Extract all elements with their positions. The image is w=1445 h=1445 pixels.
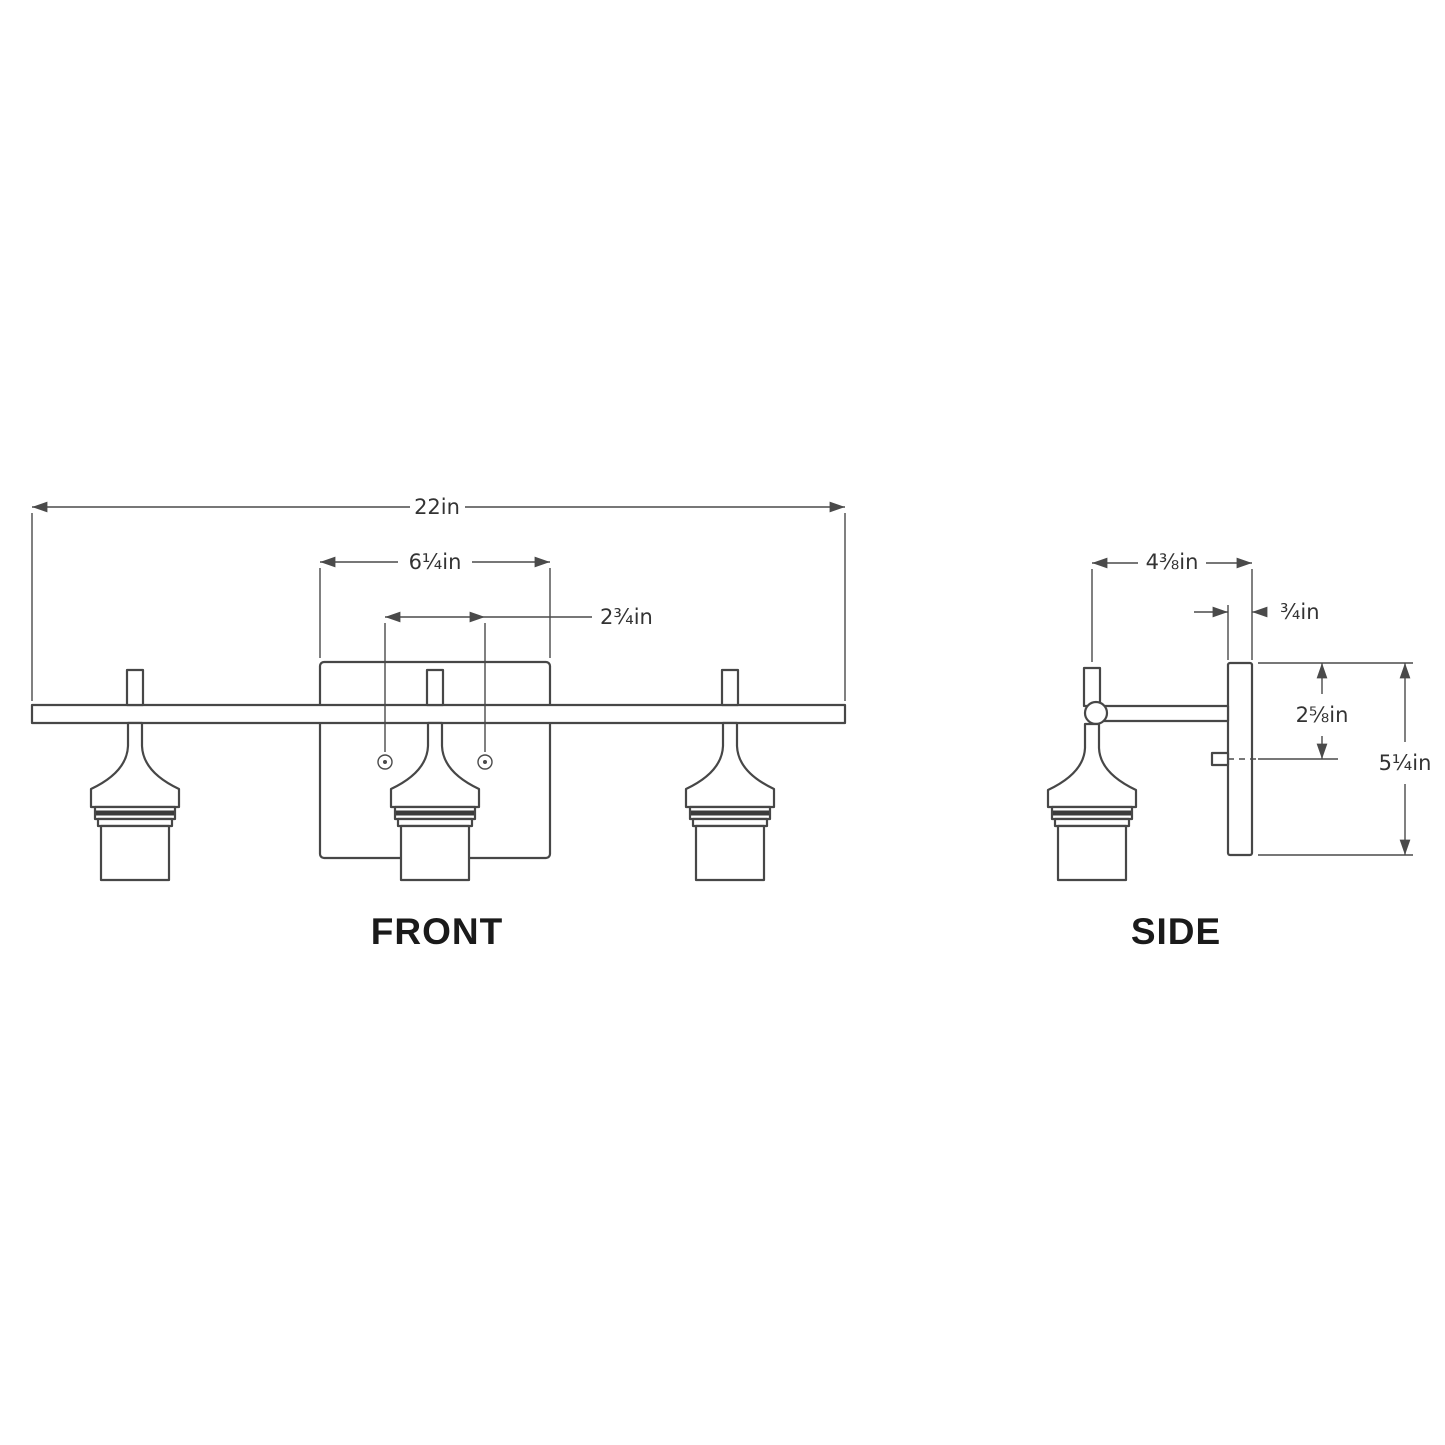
front-view: 22in 6¼in 2¾in FRONT [30,495,847,952]
side-view-label: SIDE [1131,911,1221,952]
side-dim-plate-thickness: ¾in [1194,600,1320,660]
dim-label-hole-spacing: 2¾in [600,605,653,629]
mount-hole-right [477,754,493,770]
front-lamp-2 [389,668,481,882]
side-view: 4⅜in ¾in 2⅝in 5¼in SIDE [1046,550,1432,952]
front-lamp-3-shade [694,824,766,882]
side-arm [1095,704,1230,723]
side-dim-plate-height: 5¼in [1258,663,1432,856]
front-view-label: FRONT [371,911,503,952]
front-lamp-3-socket-band [691,810,769,816]
front-dim-hole-spacing: 2¾in [384,605,653,752]
mount-hole-left [377,754,393,770]
front-mounting-holes [377,754,493,770]
mount-hole-left-center [383,760,387,764]
front-lamp-1 [89,668,181,882]
front-lamp-3-stem [684,721,776,809]
dim-label-plate-height: 5¼in [1379,751,1432,775]
front-lamp-2-finial [425,668,445,707]
front-lamp-1-stem [89,721,181,809]
side-screw-head [1210,751,1230,767]
side-lamp-socket-band [1053,810,1131,816]
front-lamp-1-finial [125,668,145,707]
dim-label-arm-drop: 2⅝in [1296,703,1349,727]
side-lamp [1046,722,1138,882]
side-dim-arm-drop: 2⅝in [1258,663,1349,760]
front-dim-overall-width: 22in [31,495,846,701]
side-pivot-joint [1083,700,1109,726]
mount-hole-right-center [483,760,487,764]
front-crossbar [30,703,847,725]
side-mount-screw [1210,751,1256,767]
front-lamp-2-shade [399,824,471,882]
front-lamp-1-shade [99,824,171,882]
front-dim-backplate-width: 6¼in [319,550,551,658]
front-lamp-2-socket-band [396,810,474,816]
dim-label-backplate-width: 6¼in [409,550,462,574]
dim-label-plate-thickness: ¾in [1280,600,1320,624]
dim-label-overall-width: 22in [414,495,460,519]
front-lamp-3-finial [720,668,740,707]
front-lamp-3 [684,668,776,882]
front-lamp-2-stem [389,721,481,809]
front-lamp-1-socket-band [96,810,174,816]
dim-label-depth: 4⅜in [1146,550,1199,574]
side-lamp-shade [1056,824,1128,882]
side-lamp-finial [1082,666,1102,708]
side-dim-depth: 4⅜in [1091,550,1253,662]
side-lamp-stem [1046,722,1138,809]
